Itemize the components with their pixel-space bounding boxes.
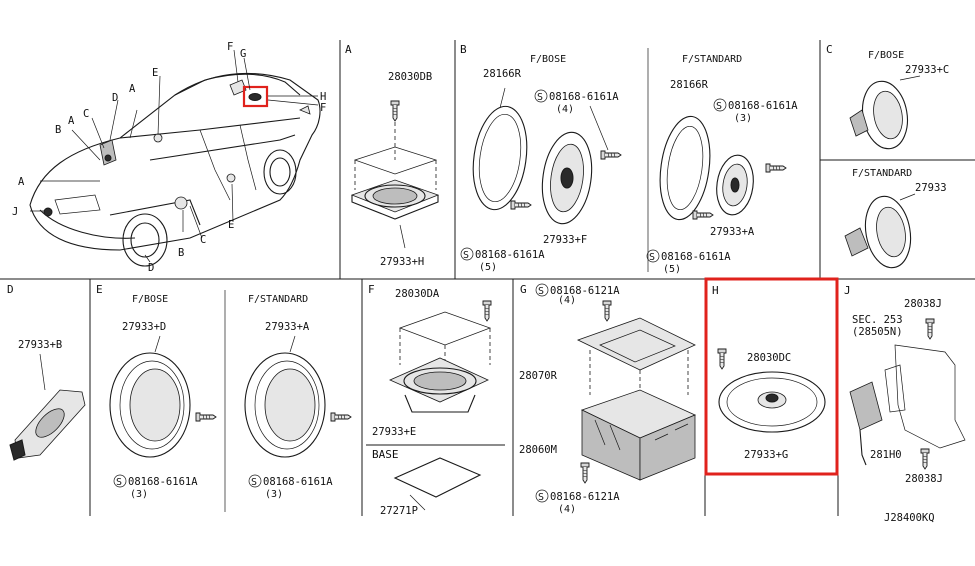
overview-label: D (112, 92, 118, 104)
vehicle-overview: F G E D A C A B H F A J B C E D E (12, 41, 326, 274)
part-number: 27933+F (543, 234, 587, 246)
overview-label: J (12, 206, 18, 218)
quantity: (4) (558, 504, 576, 515)
overview-label: E (228, 219, 234, 231)
part-number: 27933+D (122, 321, 166, 333)
part-number: 28038J (905, 473, 943, 485)
part-number: 08168-6161A (475, 249, 545, 261)
cell-label: BASE (372, 448, 399, 461)
part-number: 28070R (519, 370, 558, 382)
svg-text:S: S (116, 477, 122, 488)
quantity: (5) (663, 264, 681, 275)
svg-text:S: S (649, 252, 655, 263)
svg-text:S: S (251, 477, 257, 488)
part-number: 27933+A (265, 321, 310, 333)
cell-j: J 28038J SEC. 253 (28505N) 281H0 28038J (844, 284, 966, 485)
part-number: 27933+B (18, 339, 62, 351)
cell-label: H (712, 284, 719, 297)
variant-label: F/STANDARD (248, 294, 308, 305)
part-number: 28030DA (395, 288, 440, 300)
highlight-box (704, 277, 839, 476)
overview-label: B (55, 124, 61, 136)
overview-label: E (152, 67, 158, 79)
quantity: (3) (265, 489, 283, 500)
overview-label: A (129, 83, 136, 95)
svg-text:S: S (716, 101, 722, 112)
part-number: 08168-6161A (728, 100, 798, 112)
part-number: 08168-6161A (263, 476, 333, 488)
cell-c: C F/BOSE 27933+C F/STANDARD 27933 (826, 43, 949, 269)
variant-label: F/BOSE (530, 54, 566, 65)
overview-label: C (83, 108, 89, 120)
overview-label: F (227, 41, 233, 53)
part-number: 08168-6161A (549, 91, 619, 103)
cell-b: B F/BOSE F/STANDARD 28166R S 08168-6161A… (460, 43, 798, 275)
cell-label: C (826, 43, 833, 56)
svg-text:S: S (538, 286, 544, 297)
quantity: (4) (556, 104, 574, 115)
variant-label: F/BOSE (868, 50, 904, 61)
overview-label: G (240, 48, 246, 60)
cell-label: A (345, 43, 352, 56)
cell-d: D 27933+B (7, 283, 86, 461)
part-number: SEC. 253 (852, 314, 903, 326)
part-number: 281H0 (870, 449, 902, 461)
part-number: 08168-6121A (550, 491, 620, 503)
cell-f: F 28030DA 27933+E (368, 283, 492, 438)
part-number: 27933+A (710, 226, 755, 238)
cell-label: J (844, 284, 851, 297)
part-number: 28030DB (388, 71, 432, 83)
variant-label: F/STANDARD (682, 54, 742, 65)
part-number: 27933+E (372, 426, 416, 438)
cell-label: E (96, 283, 103, 296)
quantity: (3) (130, 489, 148, 500)
part-number: 28030DC (747, 352, 791, 364)
cell-label: G (520, 283, 527, 296)
diagram-code: J28400KQ (884, 512, 935, 524)
part-number: 27271P (380, 505, 418, 517)
overview-label: A (68, 115, 75, 127)
cell-base: BASE 27271P (372, 448, 482, 517)
overview-label: C (200, 234, 206, 246)
part-number: 28060M (519, 444, 557, 456)
part-number: 27933 (915, 182, 947, 194)
part-number: 28166R (483, 68, 522, 80)
part-number: 27933+C (905, 64, 949, 76)
part-number: 28038J (904, 298, 942, 310)
cell-label: F (368, 283, 375, 296)
cell-h: H 28030DC 27933+G (704, 277, 839, 476)
overview-label: H (320, 91, 326, 103)
overview-label: D (148, 262, 154, 274)
quantity: (4) (558, 295, 576, 306)
overview-label: F (320, 102, 326, 114)
part-number: 08168-6121A (550, 285, 620, 297)
cell-label: B (460, 43, 467, 56)
cell-a: A 28030DB 27933+H (345, 43, 440, 268)
cell-g: G S 08168-6121A (4) 28070R 28060M S 0816… (519, 283, 697, 515)
part-number: 28166R (670, 79, 709, 91)
quantity: (5) (479, 262, 497, 273)
overview-label: A (18, 176, 25, 188)
svg-text:S: S (463, 250, 469, 261)
part-number: 27933+G (744, 449, 788, 461)
cell-e: E F/BOSE F/STANDARD 27933+D S 08168-6161… (96, 283, 352, 500)
svg-text:S: S (537, 92, 543, 103)
svg-text:S: S (538, 492, 544, 503)
part-number: (28505N) (852, 326, 903, 338)
highlight-box (242, 85, 269, 108)
part-number: 27933+H (380, 256, 424, 268)
part-number: 08168-6161A (661, 251, 731, 263)
variant-label: F/STANDARD (852, 168, 912, 179)
quantity: (3) (734, 113, 752, 124)
cell-label: D (7, 283, 14, 296)
overview-label: B (178, 247, 184, 259)
part-number: 08168-6161A (128, 476, 198, 488)
variant-label: F/BOSE (132, 294, 168, 305)
